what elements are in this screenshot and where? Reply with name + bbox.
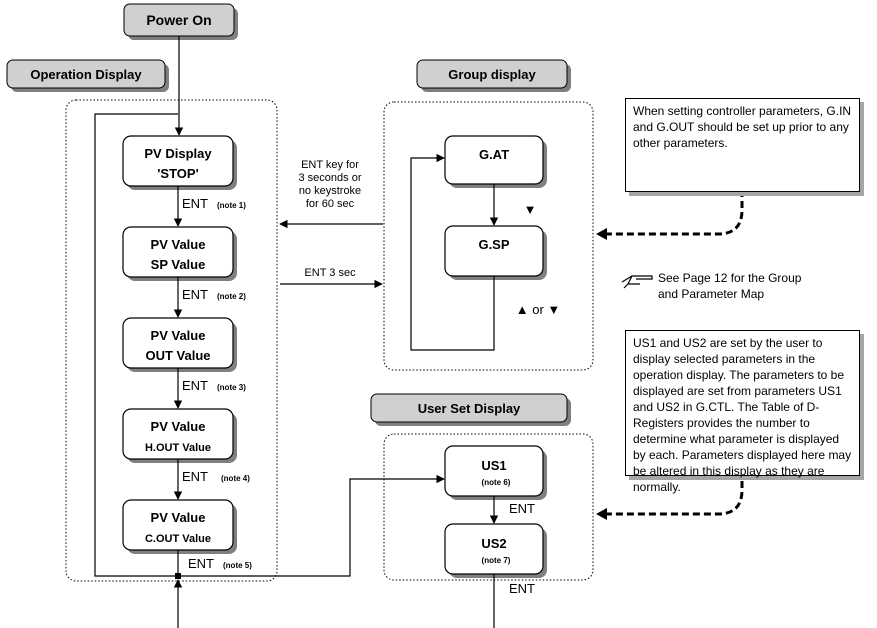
op-box-4-line1: PV Value — [151, 419, 206, 434]
callout-bottom-pointer — [600, 470, 744, 516]
note-4-label: (note 4) — [221, 474, 250, 483]
op-box-5-line1: PV Value — [151, 510, 206, 525]
g-at-label: G.AT — [479, 147, 509, 162]
note-6-label: (note 6) — [482, 478, 511, 487]
us1-label: US1 — [481, 458, 506, 473]
group-loop-arrow — [410, 153, 495, 351]
us2-label: US2 — [481, 536, 506, 551]
operation-container — [65, 99, 278, 582]
pointing-hand-icon — [621, 275, 653, 289]
g-sp-label: G.SP — [478, 237, 509, 252]
note-1-label: (note 1) — [217, 201, 246, 210]
note-7-label: (note 7) — [482, 556, 511, 565]
page-ref-line-1: See Page 12 for the Group — [658, 271, 802, 285]
ent-key-line-4: for 60 sec — [306, 198, 355, 210]
callout-top-note: When setting controller parameters, G.IN… — [625, 98, 860, 192]
callout-top-pointer — [600, 190, 744, 236]
callout-top-arrowhead — [596, 228, 607, 240]
group-display-header — [416, 59, 568, 89]
op-box-2-line1: PV Value — [151, 237, 206, 252]
ent-label-4: ENT — [182, 469, 208, 484]
callout-bottom-note: US1 and US2 are set by the user to displ… — [625, 330, 860, 494]
op-box-3-line1: PV Value — [151, 328, 206, 343]
op-box-1-line1: PV Display — [144, 146, 212, 161]
op-box-2-line2: SP Value — [151, 257, 206, 272]
note-3-label: (note 3) — [217, 383, 246, 392]
note-5-label: (note 5) — [223, 561, 252, 570]
ent-label-us1: ENT — [509, 501, 535, 516]
up-down-triangle-label: ▲ or ▼ — [516, 302, 561, 317]
op-to-us1-arrow — [181, 474, 445, 577]
operation-display-header — [6, 59, 166, 89]
ent-key-line-3: no keystroke — [299, 185, 361, 197]
down-triangle-icon: ▼ — [524, 202, 537, 217]
ent-label-3: ENT — [182, 378, 208, 393]
callout-bottom-arrowhead — [596, 508, 607, 520]
user-set-display-header — [370, 393, 568, 423]
ent-label-5: ENT — [188, 556, 214, 571]
op-box-1-line2: 'STOP' — [157, 166, 198, 181]
op-box-4-line2: H.OUT Value — [145, 442, 211, 454]
page-ref-line-2: and Parameter Map — [658, 287, 764, 301]
power-on-label: Power On — [146, 12, 211, 28]
ent-key-line-1: ENT key for — [301, 159, 359, 171]
note-2-label: (note 2) — [217, 292, 246, 301]
op-loop-back-line — [94, 113, 178, 577]
ent-label-1: ENT — [182, 196, 208, 211]
junction-dot — [175, 573, 181, 579]
ent-key-line-2: 3 seconds or — [299, 172, 362, 184]
group-container — [383, 101, 594, 371]
group-display-title: Group display — [448, 67, 536, 82]
ent-label-us2: ENT — [509, 581, 535, 596]
user-set-container — [383, 433, 594, 581]
op-box-3-line2: OUT Value — [145, 348, 210, 363]
ent-label-2: ENT — [182, 287, 208, 302]
operation-display-title: Operation Display — [30, 67, 142, 82]
user-set-display-title: User Set Display — [418, 401, 521, 416]
ent-3sec-label: ENT 3 sec — [304, 267, 356, 279]
op-box-5-line2: C.OUT Value — [145, 533, 211, 545]
